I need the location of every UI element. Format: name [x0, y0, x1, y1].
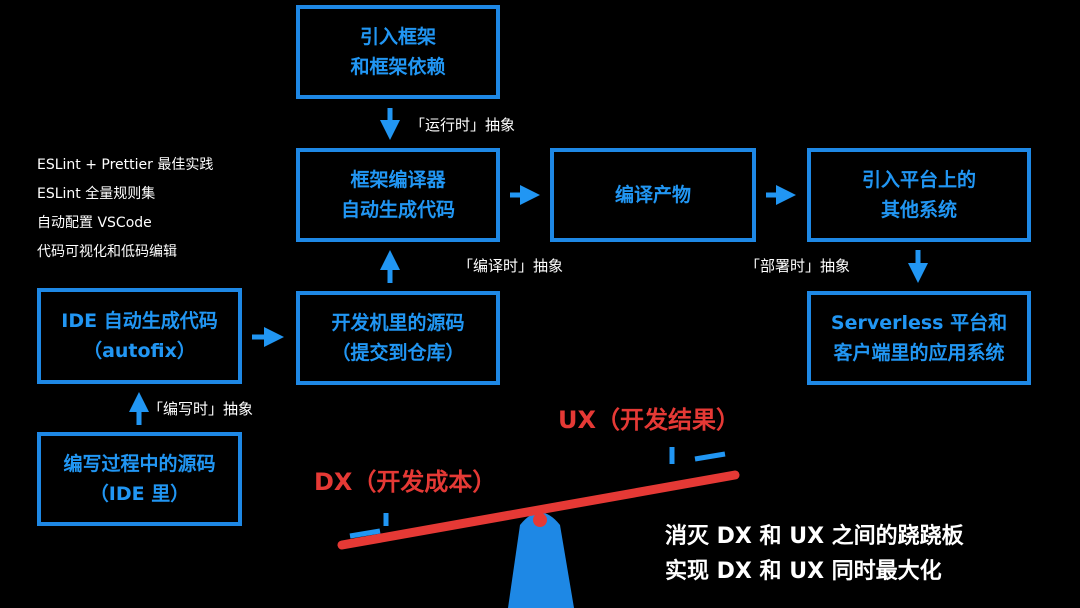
box-ide-autofix-line1: IDE 自动生成代码: [61, 310, 218, 332]
box-ide-autofix-line2: （autofix）: [83, 340, 196, 362]
seesaw-fulcrum: [508, 512, 574, 608]
box-writing-source-line1: 编写过程中的源码: [63, 453, 216, 475]
box-serverless: Serverless 平台和 客户端里的应用系统: [807, 291, 1031, 385]
box-platform-line2: 其他系统: [880, 199, 957, 221]
note-eslint-rules: ESLint 全量规则集: [37, 186, 156, 202]
note-lowcode: 代码可视化和低码编辑: [37, 244, 177, 260]
box-compiler-line1: 框架编译器: [350, 169, 446, 191]
box-dev-source: 开发机里的源码 （提交到仓库）: [296, 291, 500, 385]
seesaw-dx-label: DX（开发成本）: [314, 468, 497, 496]
box-serverless-line2: 客户端里的应用系统: [833, 342, 1005, 364]
box-writing-source: 编写过程中的源码 （IDE 里）: [37, 432, 242, 526]
box-writing-source-line2: （IDE 里）: [89, 483, 190, 505]
box-output: 编译产物: [550, 148, 756, 242]
label-compile: 「编译时」抽象: [458, 257, 564, 275]
box-output-line1: 编译产物: [614, 184, 691, 206]
box-serverless-line1: Serverless 平台和: [830, 312, 1008, 334]
box-dev-source-line2: （提交到仓库）: [331, 342, 465, 364]
caption-line1: 消灭 DX 和 UX 之间的跷跷板: [665, 524, 964, 549]
seesaw-left-handle: [349, 528, 381, 539]
label-deploy: 「部署时」抽象: [745, 257, 851, 275]
box-ide-autofix: IDE 自动生成代码 （autofix）: [37, 288, 242, 384]
box-platform: 引入平台上的 其他系统: [807, 148, 1031, 242]
label-write: 「编写时」抽象: [148, 400, 254, 418]
seesaw-right-handle: [694, 451, 726, 462]
box-platform-line1: 引入平台上的: [861, 169, 976, 191]
box-compiler-line2: 自动生成代码: [340, 199, 455, 221]
seesaw-plank: [337, 470, 740, 550]
note-vscode: 自动配置 VSCode: [37, 215, 152, 231]
seesaw-pivot: [533, 513, 547, 527]
note-eslint-prettier: ESLint + Prettier 最佳实践: [37, 157, 214, 173]
box-framework-line2: 和框架依赖: [350, 56, 446, 78]
seesaw-ux-label: UX（开发结果）: [558, 406, 740, 434]
box-compiler: 框架编译器 自动生成代码: [296, 148, 500, 242]
box-dev-source-line1: 开发机里的源码: [331, 312, 465, 334]
box-framework: 引入框架 和框架依赖: [296, 5, 500, 99]
label-runtime: 「运行时」抽象: [410, 116, 516, 134]
box-framework-line1: 引入框架: [359, 26, 436, 48]
caption-line2: 实现 DX 和 UX 同时最大化: [665, 559, 942, 584]
